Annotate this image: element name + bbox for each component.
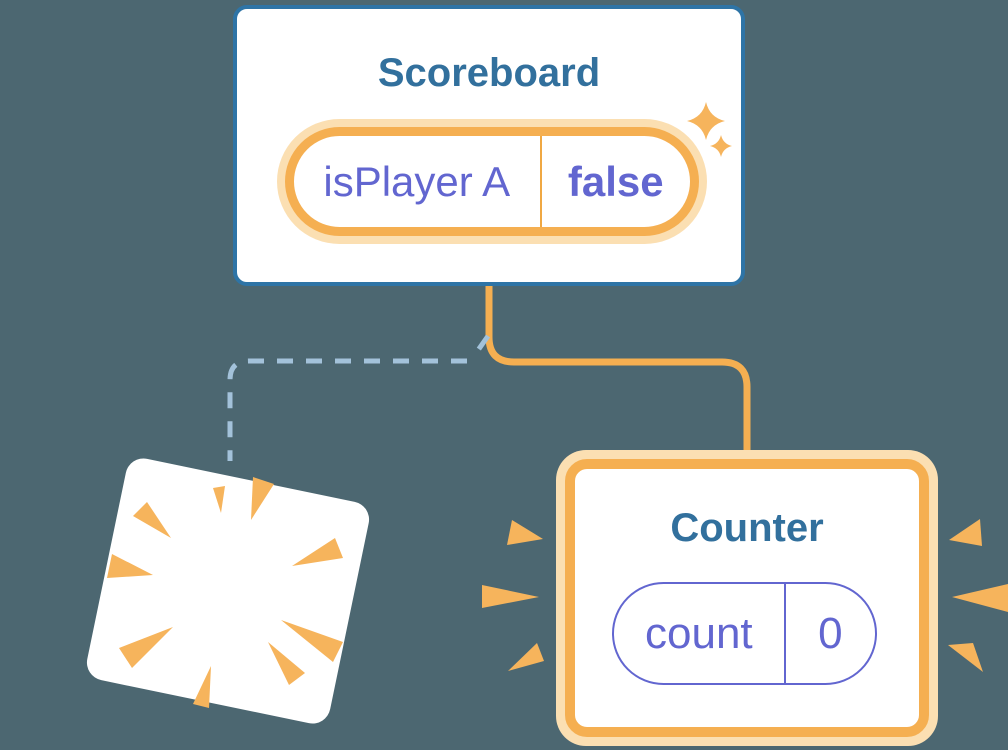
counter-state-value: 0	[818, 608, 843, 658]
scoreboard-state-value: false	[567, 157, 664, 205]
sparkle-large-icon	[687, 102, 725, 140]
counter-state-pill: count 0	[612, 582, 877, 685]
emphasis-marks-right	[948, 519, 1008, 672]
counter-title: Counter	[670, 506, 824, 550]
scoreboard-component-card: Scoreboard isPlayer A false	[233, 5, 745, 286]
sparkle-icon	[687, 102, 733, 158]
dashed-connector-line	[227, 334, 491, 461]
solid-connector-line	[485, 284, 751, 456]
counter-component-card: Counter count 0	[556, 450, 938, 746]
sparkle-small-icon	[709, 134, 733, 158]
pill-divider	[539, 136, 542, 227]
counter-state-name: count	[645, 608, 753, 658]
scoreboard-state-pill: isPlayer A false	[277, 119, 707, 244]
scoreboard-state-name: isPlayer A	[323, 157, 511, 205]
emphasis-marks-left	[482, 520, 544, 671]
scoreboard-state-pill-ring: isPlayer A false	[285, 127, 699, 236]
pill-divider	[783, 584, 786, 683]
scoreboard-title: Scoreboard	[377, 51, 601, 95]
destroyed-component-card	[83, 455, 373, 727]
